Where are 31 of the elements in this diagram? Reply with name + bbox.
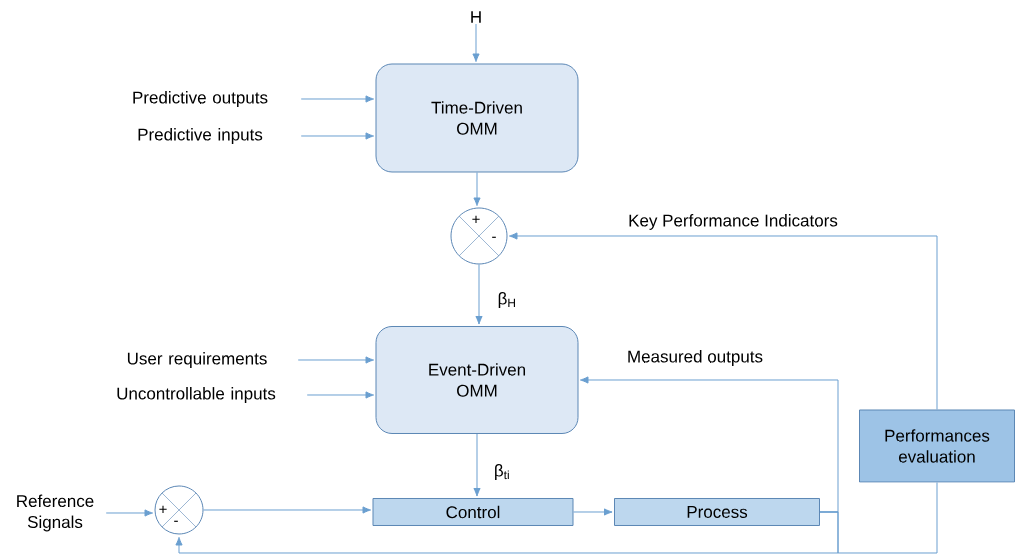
input-label: Uncontrollable inputs	[117, 387, 276, 403]
arrow	[508, 232, 938, 410]
input-label: Predictive outputs	[133, 91, 268, 107]
arrow	[300, 95, 375, 103]
input-label: Predictive inputs	[138, 128, 263, 144]
arrow	[473, 172, 481, 207]
arrow	[475, 264, 483, 325]
summing-junction: + -	[154, 485, 204, 535]
arrow	[306, 391, 375, 399]
arrow	[105, 509, 154, 517]
arrow	[473, 433, 481, 497]
arrow	[300, 132, 375, 140]
process-box: Event-Driven OMM	[375, 326, 579, 434]
input-label: Reference Signals	[17, 494, 94, 532]
arrow	[297, 356, 375, 364]
arrow	[573, 508, 613, 516]
summing-junction: + -	[450, 207, 508, 265]
edge-label: Measured outputs	[625, 349, 765, 367]
arrow	[472, 23, 480, 63]
arrow	[579, 376, 839, 513]
input-label: H	[471, 11, 481, 23]
edge-label: β$_{ti}$	[492, 463, 512, 481]
process-box: Process	[614, 498, 820, 526]
input-label: User requirements	[127, 352, 267, 368]
process-box: Time-Driven OMM	[375, 63, 579, 173]
evaluation-box: Performances evaluation	[859, 409, 1015, 483]
edge-label: β$_{H}$	[496, 291, 518, 309]
connector-line	[819, 482, 938, 554]
control-box: Control	[372, 498, 574, 526]
edge-label: Key Performance Indicators	[627, 213, 839, 231]
arrow	[203, 506, 372, 514]
